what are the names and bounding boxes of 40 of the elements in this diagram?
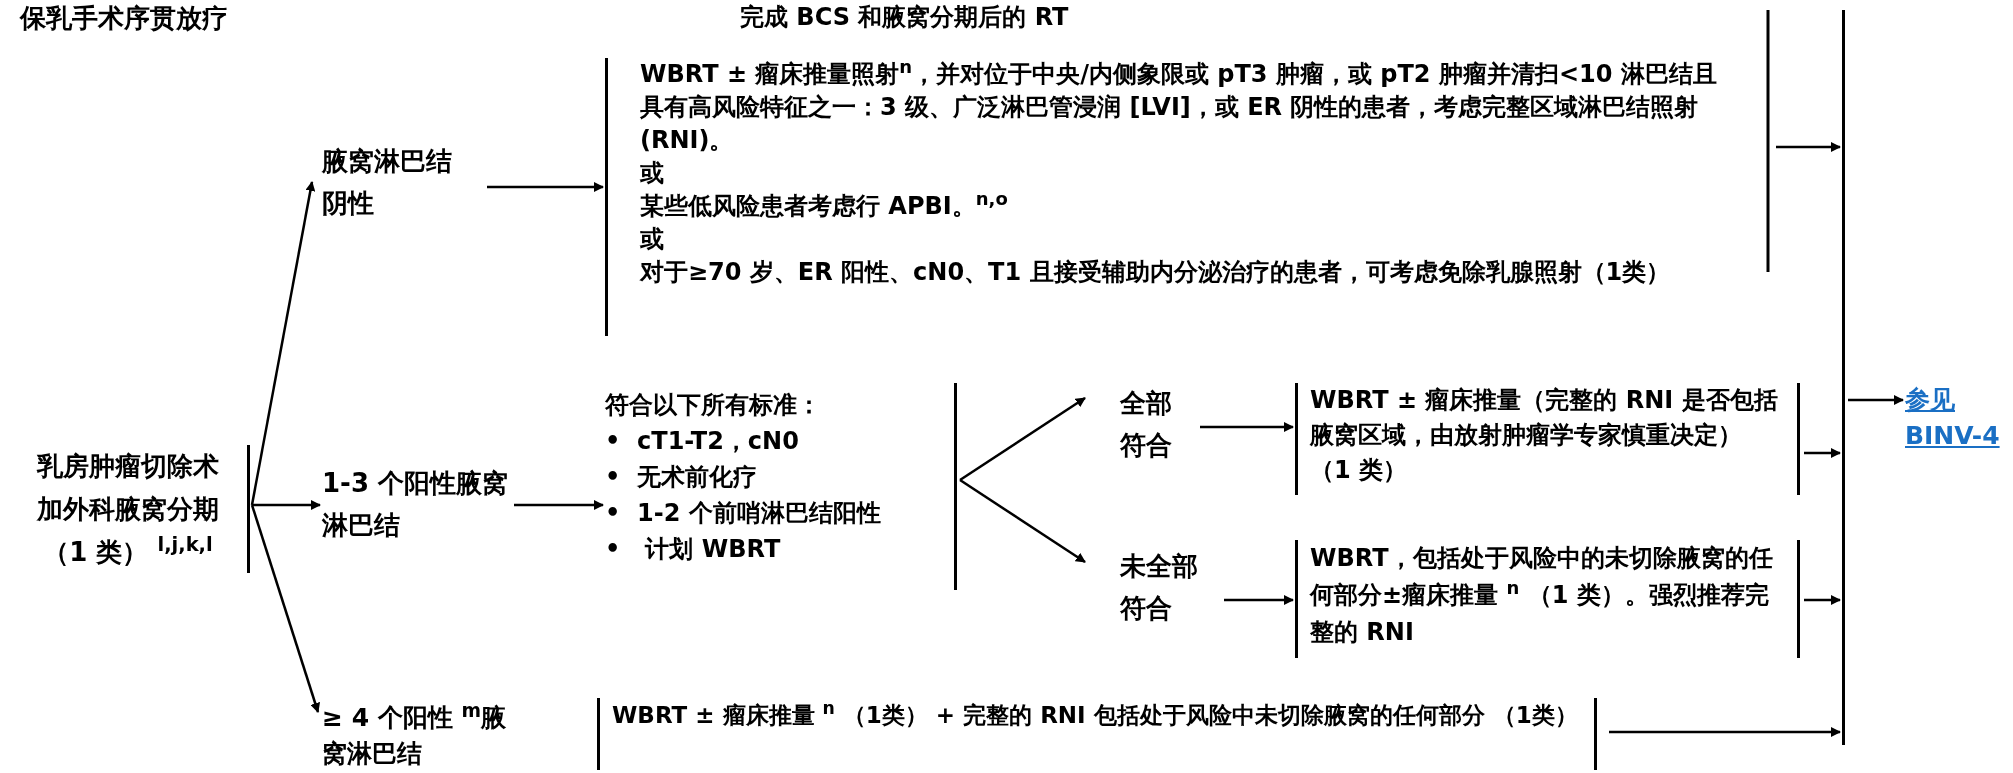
node-text: ≥ 4 个阳性 $^{m}$腋窝淋巴结 — [322, 700, 507, 770]
node-text: 对于≥70 岁、ER 阳性、cN0、T1 且接受辅助内分泌治疗的患者，可考虑免除乳腺照射（1类） — [640, 257, 1672, 288]
node-text: WBRT ± 瘤床推量 $^{n}$ （1类） + 完整的 RNI 包括处于风险中未切除腋窝的任何部分 （1类） — [612, 698, 1579, 730]
treatment-box — [1295, 540, 1800, 658]
node-text: 腋窝淋巴结阴性 — [322, 145, 453, 220]
arrow — [959, 396, 1086, 482]
arrow — [959, 478, 1086, 564]
criterion-item: • 1-2 个前哨淋巴结阳性 — [605, 498, 881, 529]
criteria-box — [605, 383, 957, 590]
arrow — [1609, 727, 1841, 737]
merge-bar — [1842, 10, 1845, 745]
arrow — [1200, 422, 1294, 432]
arrow — [1848, 395, 1904, 405]
arrow — [1224, 595, 1294, 605]
node-text: 或 — [640, 158, 665, 189]
node-text: WBRT ± 瘤床推量（完整的 RNI 是否包括腋窝区域，由放射肿瘤学专家慎重决定）（1 类） — [1310, 385, 1779, 486]
arrow — [1776, 142, 1841, 152]
section-heading: 完成 BCS 和腋窝分期后的 RT — [740, 2, 1069, 32]
criterion-item: • 无术前化疗 — [605, 462, 758, 493]
criterion-item: • cT1-T2，cN0 — [605, 426, 799, 457]
node-text: 乳房肿瘤切除术加外科腋窝分期（1 类） $^{l,j,k,l}$ — [35, 450, 220, 569]
node-text: 某些低风险患者考虑行 APBI。$^{n,o}$ — [640, 190, 1009, 222]
node-text: 未全部符合 — [1120, 550, 1199, 625]
arrow — [514, 500, 604, 510]
node-text: 全部符合 — [1120, 387, 1173, 462]
treatment-box — [597, 698, 1597, 770]
node-text: 1-3 个阳性腋窝淋巴结 — [322, 467, 510, 542]
treatment-box — [1295, 383, 1800, 495]
arrow — [1804, 448, 1841, 458]
node-text: 或 — [640, 224, 665, 255]
arrow — [1804, 595, 1841, 605]
node-text: WBRT ± 瘤床推量照射$^{n}$，并对位于中央/内侧象限或 pT3 肿瘤，或 pT2 肿瘤并清扫<10 淋巴结且具有高风险特征之一：3 级、广泛淋巴管浸润 [LVI]，或 ER 阴性的患者，考虑完整区域淋巴结照射 (RNI)。 — [640, 58, 1718, 156]
criterion-item: • 计划 WBRT — [605, 534, 781, 565]
arrow — [487, 182, 604, 192]
title: 保乳手术序贯放疗 — [20, 2, 228, 34]
criteria-heading: 符合以下所有标准： — [605, 390, 821, 421]
node-text: WBRT，包括处于风险中的未切除腋窝的任何部分±瘤床推量 $^{n}$ （1 类）。强烈推荐完整的 RNI — [1310, 543, 1774, 648]
arrow — [250, 181, 316, 506]
arrow — [250, 504, 321, 713]
arrow — [252, 500, 321, 510]
